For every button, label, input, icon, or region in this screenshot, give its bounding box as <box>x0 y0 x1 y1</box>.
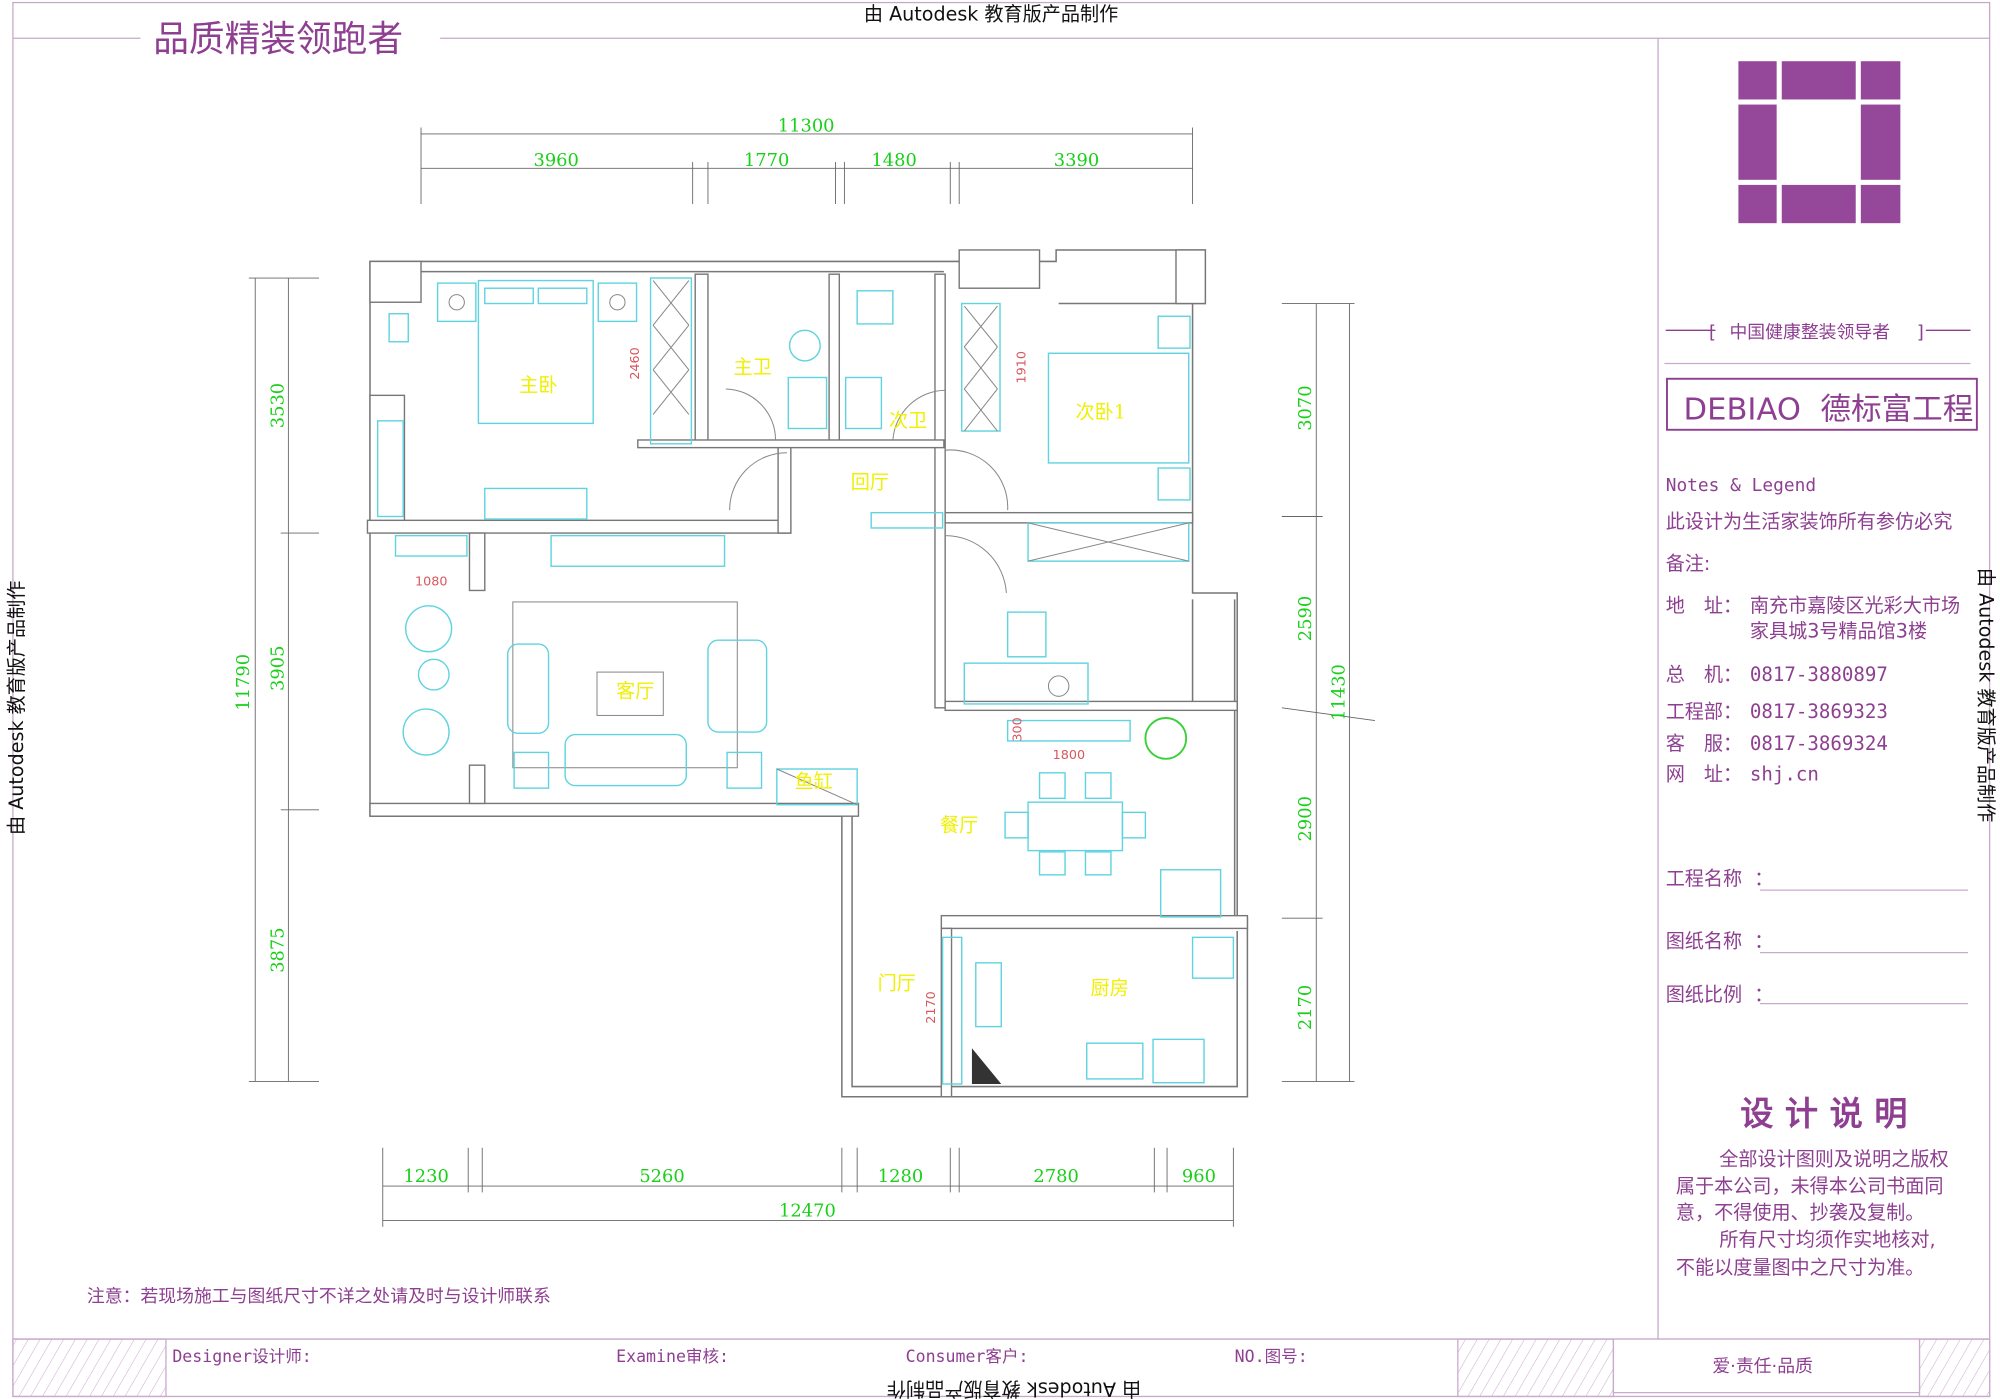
inner-dim: 1080 <box>415 574 447 589</box>
room-label-second-bath: 次卫 <box>889 409 927 432</box>
second-bed <box>1047 352 1190 464</box>
dimension-lines <box>248 127 1375 1227</box>
watermark-bottom: 由 Autodesk 教育版产品制作 <box>887 1377 1141 1399</box>
dim-left-total: 11790 <box>233 654 254 711</box>
room-label-hall: 回厅 <box>851 470 889 493</box>
watermark-right: 由 Autodesk 教育版产品制作 <box>1974 568 1997 822</box>
copyright-line: 此设计为生活家装饰所有参仿必究 <box>1666 510 1953 533</box>
contact-value: 0817-3869324 <box>1750 732 1888 755</box>
design-note-line: 所有尺寸均须作实地核对, <box>1719 1228 1935 1251</box>
dim-right-segment: 2170 <box>1295 985 1316 1030</box>
contact-label: 网 址： <box>1666 762 1742 785</box>
dim-bottom-segment: 1280 <box>878 1166 923 1187</box>
designer-label: Designer设计师: <box>172 1347 311 1366</box>
footer-strip: Designer设计师: Examine审核: Consumer客户: NO.图… <box>12 1338 1991 1398</box>
dim-bottom-segment: 2780 <box>1033 1166 1078 1187</box>
drawing-name-label: 图纸名称 ： <box>1666 930 1774 953</box>
dim-left-segment: 3530 <box>267 383 288 428</box>
room-label-kitchen: 厨房 <box>1091 977 1129 1000</box>
tagline: 中国健康整装领导者 <box>1729 322 1890 343</box>
dim-bottom-total: 12470 <box>779 1201 836 1222</box>
remarks-label: 备注: <box>1666 552 1711 575</box>
contact-value: 南充市嘉陵区光彩大市场 <box>1750 594 1960 617</box>
sofa <box>564 733 687 787</box>
contact-value: shj.cn <box>1750 762 1819 785</box>
dim-right-segment: 2900 <box>1295 796 1316 841</box>
design-notes-title: 设 计 说 明 <box>1740 1094 1907 1133</box>
room-label-second-bedroom: 次卧1 <box>1076 400 1126 423</box>
contact-label: 客 服： <box>1666 732 1742 755</box>
plant <box>1144 717 1188 760</box>
contact-value: 0817-3880897 <box>1750 663 1888 686</box>
wardrobe <box>649 277 693 445</box>
rug <box>512 601 738 769</box>
dim-top-segment: 3390 <box>1054 150 1099 171</box>
design-note-line: 属于本公司，未得本公司书面同 <box>1676 1174 1944 1197</box>
design-note-line: 全部设计图则及说明之版权 <box>1719 1148 1948 1171</box>
room-label-living-room: 客厅 <box>616 680 654 703</box>
notes-heading: Notes & Legend <box>1666 475 1816 496</box>
dim-bottom-segment: 1230 <box>403 1166 448 1187</box>
examine-label: Examine审核: <box>616 1347 729 1366</box>
dim-left-segment: 3905 <box>267 646 288 691</box>
drawing-scale-label: 图纸比例 ： <box>1666 983 1774 1006</box>
bracket-right: ] <box>1917 322 1924 343</box>
slogan-title: 品质精装领跑者 <box>153 19 403 60</box>
dim-top-segment: 3960 <box>533 150 578 171</box>
inner-dim: 2170 <box>924 991 939 1023</box>
dim-bottom-segment: 5260 <box>639 1166 684 1187</box>
brand-logo <box>1738 61 1901 224</box>
contact-value: 0817-3869323 <box>1750 700 1888 723</box>
dim-bottom-segment: 960 <box>1182 1166 1216 1187</box>
inner-dim: 1800 <box>1053 748 1085 763</box>
room-label-fish-tank: 鱼缸 <box>795 770 833 793</box>
title-block: [ ] 中国健康整装领导者 DEBIAO 德标富工程 Notes & Legen… <box>1664 322 1978 1279</box>
dim-left-segment: 3875 <box>267 927 288 972</box>
dining-table <box>1027 801 1124 852</box>
inner-dim: 300 <box>1011 717 1026 741</box>
project-name-label: 工程名称 ： <box>1666 867 1774 890</box>
contact-value: 家具城3号精品馆3楼 <box>1750 620 1927 643</box>
site-notice: 注意：若现场施工与图纸尺寸不详之处请及时与设计师联系 <box>87 1286 551 1307</box>
dim-right-segment: 2590 <box>1295 596 1316 641</box>
toilet <box>788 329 821 362</box>
walls <box>366 249 1249 1098</box>
inner-dim: 1910 <box>1015 351 1030 383</box>
dim-right-segment: 3070 <box>1295 385 1316 430</box>
contact-label: 总 机： <box>1666 663 1742 686</box>
dim-top-segment: 1480 <box>871 150 916 171</box>
dim-top-total: 11300 <box>778 115 835 136</box>
dim-right-total: 11430 <box>1328 664 1349 721</box>
motto: 爱·责任·品质 <box>1712 1356 1813 1377</box>
design-note-line: 不能以度量图中之尺寸为准。 <box>1676 1256 1924 1279</box>
watermark-top: 由 Autodesk 教育版产品制作 <box>864 2 1118 25</box>
master-bed <box>477 279 594 425</box>
contact-label: 地 址： <box>1666 594 1742 617</box>
watermark-left: 由 Autodesk 教育版产品制作 <box>5 581 28 835</box>
brand-name: DEBIAO 德标富工程 <box>1684 393 1974 428</box>
furniture <box>376 277 1235 1085</box>
contact-label: 工程部： <box>1666 700 1742 723</box>
room-label-master-bedroom: 主卧 <box>519 374 557 397</box>
room-label-entrance: 门厅 <box>878 972 916 995</box>
dim-top-segment: 1770 <box>744 150 789 171</box>
room-label-dining-room: 餐厅 <box>940 813 978 836</box>
design-note-line: 意，不得使用、抄袭及复制。 <box>1676 1201 1924 1224</box>
bracket-left: [ <box>1709 322 1716 343</box>
inner-dim: 2460 <box>628 347 643 379</box>
room-label-master-bath: 主卫 <box>733 356 771 379</box>
drawing-number-label: NO.图号: <box>1235 1347 1308 1366</box>
consumer-label: Consumer客户: <box>906 1347 1029 1366</box>
